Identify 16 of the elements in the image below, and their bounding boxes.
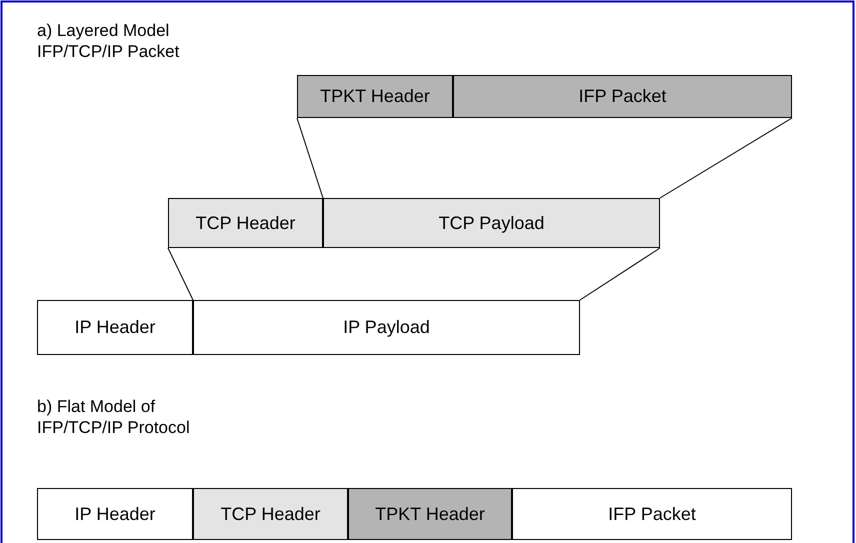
packet-field: IFP Packet (453, 75, 792, 118)
connector-line (580, 248, 660, 300)
section-heading: b) Flat Model of IFP/TCP/IP Protocol (37, 396, 191, 438)
connector-line (296, 118, 324, 198)
section-heading: a) Layered Model IFP/TCP/IP Packet (37, 20, 180, 62)
packet-field: TCP Header (193, 488, 348, 540)
packet-field: IP Header (37, 488, 193, 540)
packet-field: TCP Payload (323, 198, 660, 248)
packet-field: TCP Header (168, 198, 323, 248)
packet-field: IFP Packet (512, 488, 792, 540)
packet-field: TPKT Header (348, 488, 512, 540)
packet-field: IP Header (37, 300, 193, 355)
packet-field: IP Payload (193, 300, 580, 355)
connector-line (168, 248, 194, 300)
connector-line (660, 118, 792, 198)
packet-field: TPKT Header (297, 75, 453, 118)
